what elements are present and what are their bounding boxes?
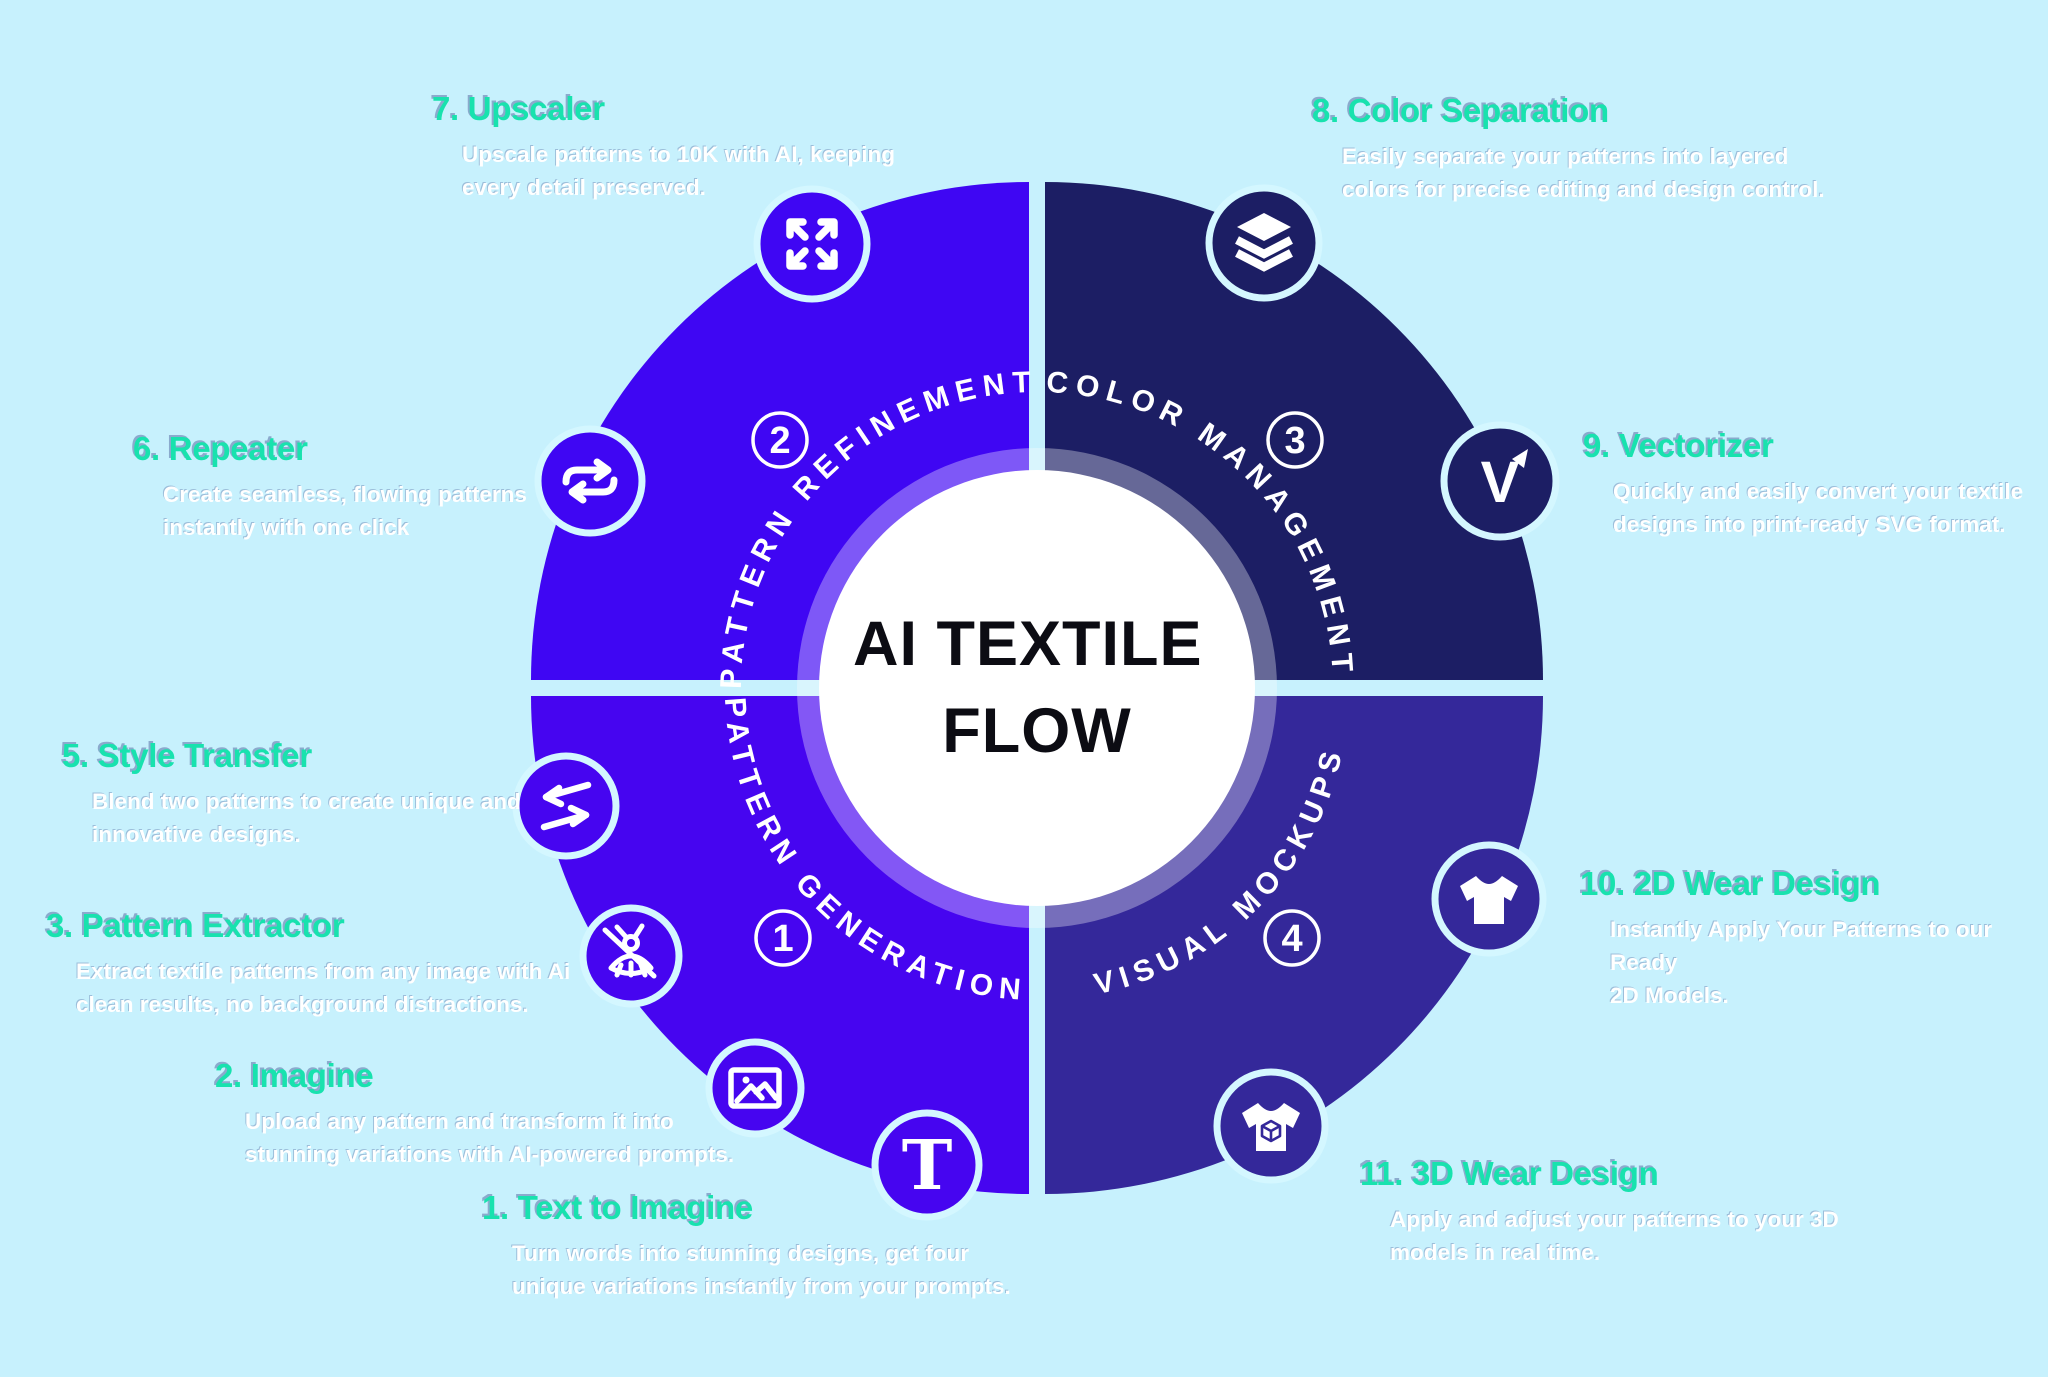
step-description: Quickly and easily convert your textile … <box>1613 479 2024 537</box>
tshirt-3d-cube-icon <box>1213 1068 1329 1184</box>
center-circle <box>819 470 1255 906</box>
swap-arrows-icon <box>512 752 620 860</box>
step-description: Easily separate your patterns into layer… <box>1342 144 1825 202</box>
center-title: AI TEXTILE FLOW <box>853 609 1221 766</box>
svg-text:V: V <box>1481 450 1520 515</box>
svg-text:3: 3 <box>1284 420 1305 462</box>
step-text-to-imagine: 1. Text to Imagine Turn words into stunn… <box>482 1189 1011 1303</box>
quadrant-number-1: 1 <box>754 909 812 967</box>
serif-t-icon: T <box>871 1109 983 1221</box>
expand-arrows-icon <box>753 185 871 303</box>
svg-text:T: T <box>902 1126 953 1206</box>
repeat-loop-icon <box>534 425 646 537</box>
step-title: 11. 3D Wear Design <box>1360 1155 1659 1192</box>
quadrant-number-4: 4 <box>1263 909 1321 967</box>
step-title: 8. Color Separation <box>1312 92 1609 129</box>
step-pattern-extractor: 3. Pattern Extractor Extract textile pat… <box>46 907 570 1021</box>
step-2d-wear-design: 10. 2D Wear Design Instantly Apply Your … <box>1580 865 2048 1012</box>
step-description: Apply and adjust your patterns to your 3… <box>1390 1207 1839 1265</box>
step-title: 9. Vectorizer <box>1583 427 1774 464</box>
step-description: Upscale patterns to 10K with AI, keeping… <box>462 142 896 200</box>
step-title: 2. Imagine <box>215 1057 374 1094</box>
step-title: 5. Style Transfer <box>62 737 312 774</box>
step-style-transfer: 5. Style Transfer Blend two patterns to … <box>62 737 521 851</box>
v-arrow-icon: V <box>1440 421 1560 541</box>
svg-text:2: 2 <box>769 420 790 462</box>
step-description: Upload any pattern and transform it into… <box>245 1109 735 1167</box>
quadrant-number-3: 3 <box>1266 411 1324 469</box>
quadrant-number-2: 2 <box>751 411 809 469</box>
step-title: 1. Text to Imagine <box>482 1189 753 1226</box>
step-3d-wear-design: 11. 3D Wear Design Apply and adjust your… <box>1360 1155 1839 1269</box>
image-icon <box>705 1038 805 1138</box>
step-title: 10. 2D Wear Design <box>1580 865 1881 902</box>
step-vectorizer: 9. Vectorizer Quickly and easily convert… <box>1583 427 2023 541</box>
layers-icon <box>1205 184 1323 302</box>
step-description: Create seamless, flowing patterns instan… <box>163 482 527 540</box>
svg-text:4: 4 <box>1281 918 1302 960</box>
step-title: 6. Repeater <box>133 430 308 467</box>
tshirt-icon <box>1431 841 1547 957</box>
step-description: Instantly Apply Your Patterns to our Rea… <box>1610 917 1993 1008</box>
step-description: Turn words into stunning designs, get fo… <box>512 1241 1011 1299</box>
svg-text:1: 1 <box>772 918 793 960</box>
step-description: Blend two patterns to create unique and … <box>92 789 521 847</box>
step-repeater: 6. Repeater Create seamless, flowing pat… <box>133 430 527 544</box>
step-title: 7. Upscaler <box>432 90 605 127</box>
step-title: 3. Pattern Extractor <box>46 907 345 944</box>
step-description: Extract textile patterns from any image … <box>76 959 571 1017</box>
step-imagine: 2. Imagine Upload any pattern and transf… <box>215 1057 734 1171</box>
step-color-separation: 8. Color Separation Easily separate your… <box>1312 92 1825 206</box>
step-upscaler: 7. Upscaler Upscale patterns to 10K with… <box>432 90 895 204</box>
firefly-icon <box>579 904 683 1008</box>
